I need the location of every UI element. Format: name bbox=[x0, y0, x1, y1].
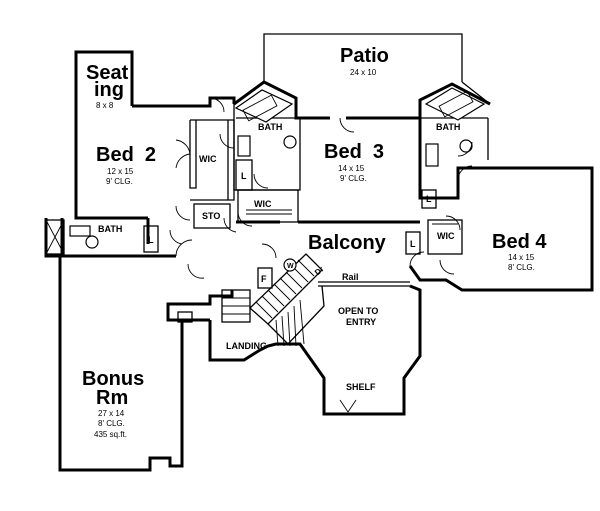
bath-label-right: BATH bbox=[436, 122, 460, 132]
fridge-box bbox=[257, 267, 273, 289]
washer-icon bbox=[283, 258, 297, 272]
seating-label-line1: Seat bbox=[86, 62, 129, 84]
bonus-ceiling: 8' CLG. bbox=[98, 419, 125, 428]
open-to-entry-line1: OPEN TO bbox=[338, 306, 378, 316]
bonus-label-line2: Rm bbox=[96, 387, 128, 409]
bed2-label: Bed 2 bbox=[96, 144, 156, 166]
bed3-label: Bed 3 bbox=[324, 141, 384, 163]
bath-label-left: BATH bbox=[98, 224, 122, 234]
bed3-ceiling: 9' CLG. bbox=[340, 174, 367, 183]
bath-fixtures bbox=[45, 87, 486, 323]
room-labels: Patio 24 x 10 Seat ing 8 x 8 Bed 2 12 x … bbox=[82, 45, 547, 439]
balcony-label: Balcony bbox=[308, 232, 387, 254]
washer-label: W bbox=[287, 263, 294, 270]
wic-label-center: WIC bbox=[254, 199, 272, 209]
sto-label: STO bbox=[202, 211, 220, 221]
fridge-label: F bbox=[261, 274, 267, 284]
open-to-entry-line2: ENTRY bbox=[346, 317, 376, 327]
tub-icon bbox=[424, 87, 486, 121]
laundry-label-left: L bbox=[148, 235, 154, 245]
toilet-icon bbox=[459, 139, 473, 153]
bed4-label: Bed 4 bbox=[492, 231, 547, 253]
patio-size: 24 x 10 bbox=[350, 68, 377, 77]
toilet-icon bbox=[85, 235, 99, 249]
toilet-icon bbox=[283, 135, 297, 149]
bed4-ceiling: 8' CLG. bbox=[508, 263, 535, 272]
staircase bbox=[221, 253, 325, 347]
dryer-label: Dr bbox=[313, 265, 326, 278]
sink-icon bbox=[425, 143, 439, 167]
sink-icon bbox=[69, 225, 91, 237]
bonus-area: 435 sq.ft. bbox=[94, 430, 127, 439]
patio-label: Patio bbox=[340, 45, 389, 67]
seating-label-line2: ing bbox=[94, 79, 124, 101]
bonus-size: 27 x 14 bbox=[98, 409, 125, 418]
wic-label-right: WIC bbox=[437, 231, 455, 241]
bath-label-center: BATH bbox=[258, 122, 282, 132]
door-swings bbox=[169, 97, 473, 413]
shelf-label: SHELF bbox=[346, 382, 376, 392]
laundry-label-balcony: L bbox=[410, 239, 416, 249]
bed2-size: 12 x 15 bbox=[107, 167, 134, 176]
laundry-label-center: L bbox=[241, 171, 247, 181]
bed2-ceiling: 9' CLG. bbox=[106, 177, 133, 186]
bonus-label-line1: Bonus bbox=[82, 368, 144, 390]
wic-label-left: WIC bbox=[199, 154, 217, 164]
sink-icon bbox=[237, 135, 251, 157]
rail-label: Rail bbox=[342, 272, 359, 282]
bed3-size: 14 x 15 bbox=[338, 164, 365, 173]
landing-label: LANDING bbox=[226, 341, 267, 351]
bed4-size: 14 x 15 bbox=[508, 253, 535, 262]
laundry-label-right: L bbox=[426, 194, 432, 204]
seating-size: 8 x 8 bbox=[96, 101, 114, 110]
